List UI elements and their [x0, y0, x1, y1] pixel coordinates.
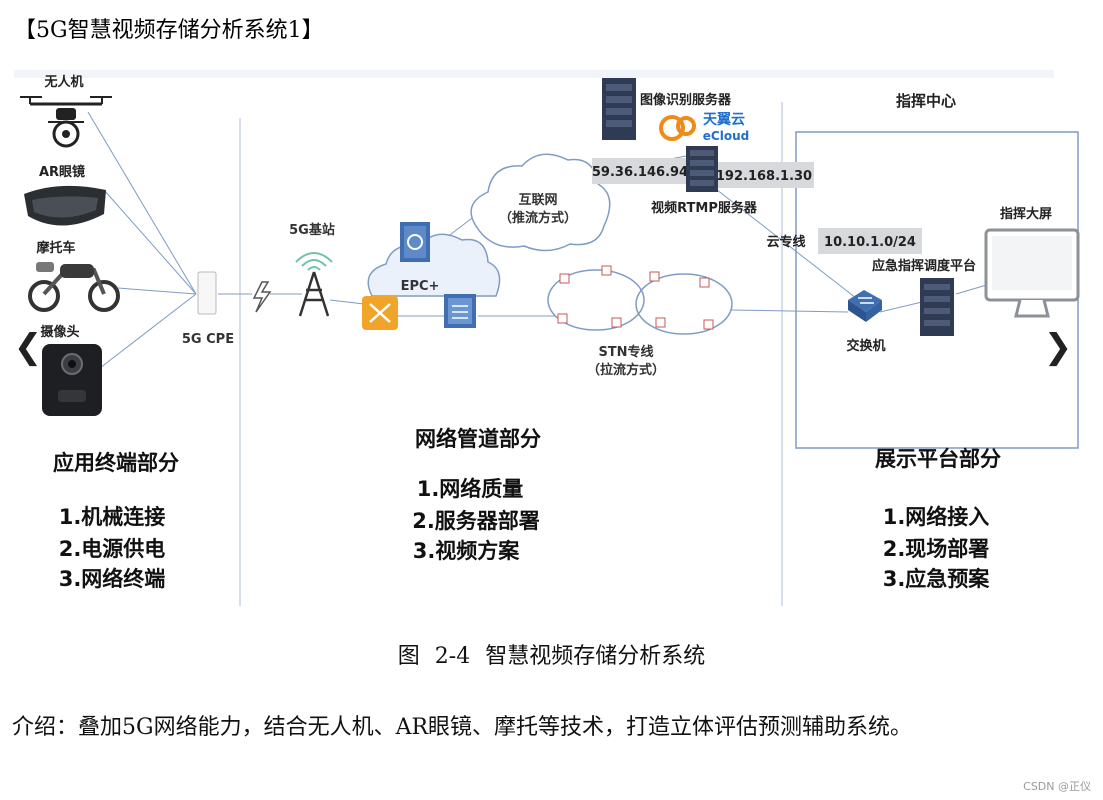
label-ar-glasses: AR眼镜 — [39, 164, 85, 180]
switch-icon — [848, 290, 882, 322]
image-server-icon — [602, 78, 636, 140]
rtmp-server-icon — [686, 146, 718, 192]
label-big-screen: 指挥大屏 — [1000, 206, 1052, 222]
monitor-icon — [984, 228, 1080, 318]
section-network-item: 3.视频方案 — [413, 539, 521, 563]
drone-icon — [20, 96, 112, 148]
label-internet: 互联网 — [518, 193, 557, 208]
label-rtmp-server: 视频RTMP服务器 — [651, 200, 758, 216]
label-camera: 摄像头 — [40, 324, 79, 340]
subnet-label: 10.10.1.0/24 — [824, 235, 916, 250]
section-display-title: 展示平台部分 — [875, 447, 1001, 471]
ecloud-name: 天翼云 — [703, 112, 745, 128]
cpe-icon — [197, 271, 217, 315]
ip-private: 192.168.1.30 — [716, 169, 812, 184]
base-station-icon — [295, 252, 333, 317]
link-camera — [99, 293, 197, 369]
link-stn-switch — [729, 309, 849, 313]
section-display-item: 3.应急预案 — [883, 567, 991, 591]
label-cloud-line: 云专线 — [766, 234, 805, 250]
watermark: CSDN @正仪 — [1023, 780, 1091, 793]
section-display-item: 1.网络接入 — [883, 505, 990, 529]
link-drone — [87, 111, 197, 295]
prev-arrow-icon[interactable]: ❮ — [14, 327, 43, 367]
label-internet-mode: （推流方式） — [499, 210, 577, 226]
subnet-box — [818, 228, 922, 254]
section-terminal-title: 应用终端部分 — [53, 451, 179, 475]
section-terminal-item: 1.机械连接 — [59, 505, 166, 529]
label-drone: 无人机 — [43, 74, 83, 90]
label-epc: EPC+ — [401, 279, 440, 294]
ecloud-logo-icon — [659, 115, 696, 141]
router-icon — [362, 296, 398, 330]
section-network-item: 1.网络质量 — [417, 477, 524, 501]
device-links — [87, 111, 991, 369]
label-base-station: 5G基站 — [289, 222, 335, 238]
caption-prefix: 图 — [397, 644, 420, 669]
link-rtmp-switch — [711, 185, 857, 299]
next-arrow-icon[interactable]: ❯ — [1044, 327, 1073, 367]
label-stn: STN专线 — [598, 344, 653, 360]
section-network-title: 网络管道部分 — [415, 427, 541, 451]
wireless-bolt-icon — [252, 281, 272, 313]
label-switch: 交换机 — [846, 338, 885, 354]
epc-icon — [400, 222, 430, 262]
camera-icon — [42, 344, 102, 416]
core-switch-icon — [444, 294, 476, 328]
intro-paragraph: 介绍：叠加5G网络能力，结合无人机、AR眼镜、摩托等技术，打造立体评估预测辅助系… — [12, 715, 913, 740]
link-ar — [103, 189, 197, 295]
link-tower-router — [329, 299, 365, 305]
figure-caption: 图 2-4 智慧视频存储分析系统 — [0, 638, 1103, 670]
caption-text: 智慧视频存储分析系统 — [485, 644, 706, 669]
section-display-item: 2.现场部署 — [883, 537, 990, 561]
section-network-item: 2.服务器部署 — [412, 509, 540, 533]
section-terminal-item: 2.电源供电 — [59, 537, 166, 561]
ip-public-box — [592, 158, 688, 184]
dispatch-platform-server-icon — [920, 278, 954, 336]
document-title: 【5G智慧视频存储分析系统1】 — [14, 18, 324, 43]
label-motorcycle: 摩托车 — [36, 240, 75, 256]
ar-glasses-icon — [24, 185, 106, 226]
section-terminal-item: 3.网络终端 — [59, 567, 166, 591]
stn-ring-network — [547, 265, 733, 335]
ip-private-box — [716, 162, 814, 188]
figure-top-strip — [14, 70, 1054, 78]
caption-number: 2-4 — [434, 644, 471, 669]
link-moto — [117, 287, 197, 295]
label-dispatch-platform: 应急指挥调度平台 — [872, 258, 976, 274]
label-cpe: 5G CPE — [182, 332, 234, 347]
ecloud-name-en: eCloud — [703, 129, 749, 143]
ip-public: 59.36.146.94 — [592, 165, 688, 180]
system-diagram: 指挥中心 无人机 AR眼镜 摩托车 — [13, 70, 1080, 606]
command-center-label: 指挥中心 — [896, 92, 956, 110]
link-switch-platform — [879, 301, 923, 313]
link-platform-screen — [955, 283, 991, 295]
label-image-server: 图像识别服务器 — [640, 92, 732, 108]
motorcycle-icon — [28, 262, 120, 312]
label-stn-mode: （拉流方式） — [587, 362, 665, 378]
